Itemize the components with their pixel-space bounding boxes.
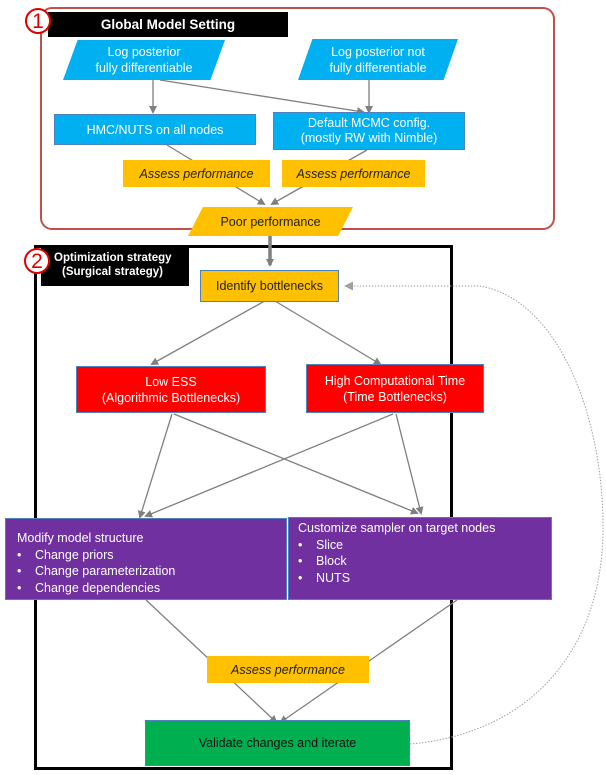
step-2-badge: 2 xyxy=(24,248,50,274)
section2-title-line1: Optimization strategy xyxy=(54,252,172,264)
customize-item: Block xyxy=(298,553,542,570)
section1-title-text: Global Model Setting xyxy=(100,17,236,32)
modify-model-structure-node: Modify model structure Change priors Cha… xyxy=(5,518,287,600)
modify-list: Change priors Change parameterization Ch… xyxy=(17,547,277,597)
arrow-hightime-to-customize xyxy=(395,413,424,515)
customize-sampler-node: Customize sampler on target nodes Slice … xyxy=(288,517,552,600)
arrow-diff-to-default xyxy=(159,79,365,116)
assess-performance-right-node: Assess performance xyxy=(282,160,425,187)
hmc-nuts-node: HMC/NUTS on all nodes xyxy=(54,114,256,145)
step-1-badge: 1 xyxy=(25,8,51,34)
step-1-number: 1 xyxy=(32,10,44,33)
arrow-identify-to-lowess xyxy=(150,297,271,365)
assess-performance-node: Assess performance xyxy=(207,656,369,683)
arrow-lowess-to-modify xyxy=(137,413,173,519)
customize-heading: Customize sampler on target nodes xyxy=(298,521,496,535)
customize-item: NUTS xyxy=(298,570,542,587)
log-posterior-differentiable-node: Log posterior fully differentiable xyxy=(63,40,225,80)
arrow-lowess-to-customize xyxy=(173,413,419,515)
arrow-identify-to-hightime xyxy=(269,297,382,366)
poor-performance-node: Poor performance xyxy=(188,207,353,236)
modify-item: Change parameterization xyxy=(17,563,277,580)
default-mcmc-node: Default MCMC config. (mostly RW with Nim… xyxy=(273,112,465,150)
global-model-setting-title: Global Model Setting xyxy=(48,12,288,37)
modify-heading: Modify model structure xyxy=(17,531,144,545)
optimization-strategy-title: Optimization strategy (Surgical strategy… xyxy=(41,247,189,286)
low-ess-node: Low ESS (Algorithmic Bottlenecks) xyxy=(76,366,266,413)
customize-list: Slice Block NUTS xyxy=(298,537,542,587)
identify-bottlenecks-node: Identify bottlenecks xyxy=(200,270,339,302)
modify-item: Change dependencies xyxy=(17,580,277,597)
arrow-customize-to-validate xyxy=(279,599,458,724)
validate-changes-node: Validate changes and iterate xyxy=(145,720,410,766)
high-computational-time-node: High Computational Time (Time Bottleneck… xyxy=(306,364,484,413)
log-posterior-not-differentiable-node: Log posterior not fully differentiable xyxy=(298,39,458,80)
step-2-number: 2 xyxy=(31,250,43,273)
section2-title-line2: (Surgical strategy) xyxy=(62,266,163,278)
arrow-hightime-to-modify xyxy=(144,413,394,518)
assess-performance-left-node: Assess performance xyxy=(123,160,270,187)
customize-item: Slice xyxy=(298,537,542,554)
modify-item: Change priors xyxy=(17,547,277,564)
iterate-feedback-loop xyxy=(344,281,604,745)
